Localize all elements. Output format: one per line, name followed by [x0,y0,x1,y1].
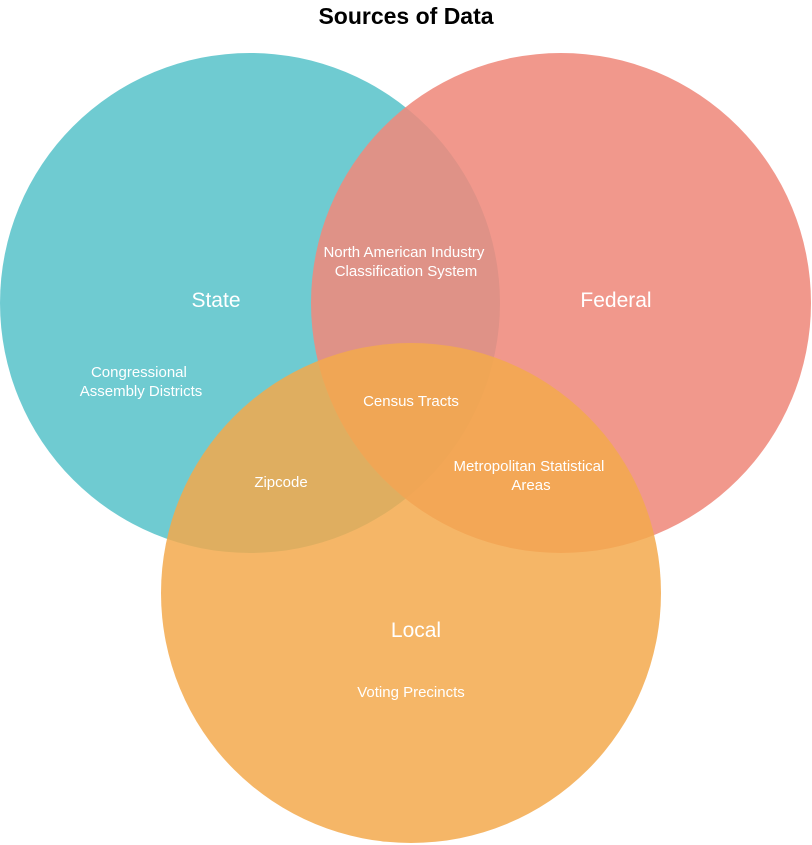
state-federal-line-2: Classification System [335,263,478,280]
federal-local-line-1: Metropolitan Statistical [453,458,604,475]
diagram-title: Sources of Data [318,3,494,29]
federal-local-label: Metropolitan Statistical Areas [453,458,608,494]
local-only-label: Voting Precincts [357,684,465,701]
state-only-label: Congressional Assembly Districts [80,364,203,400]
federal-local-line-2: Areas [511,477,550,494]
federal-label: Federal [580,289,651,312]
all-three-label: Census Tracts [363,393,459,410]
state-federal-label: North American Industry Classification S… [323,244,488,280]
state-label: State [191,289,240,312]
state-only-line-1: Congressional [91,364,187,381]
state-federal-line-1: North American Industry [323,244,484,261]
state-only-line-2: Assembly Districts [80,383,203,400]
local-label: Local [391,619,441,642]
state-local-label: Zipcode [254,474,307,491]
local-circle [161,343,661,843]
